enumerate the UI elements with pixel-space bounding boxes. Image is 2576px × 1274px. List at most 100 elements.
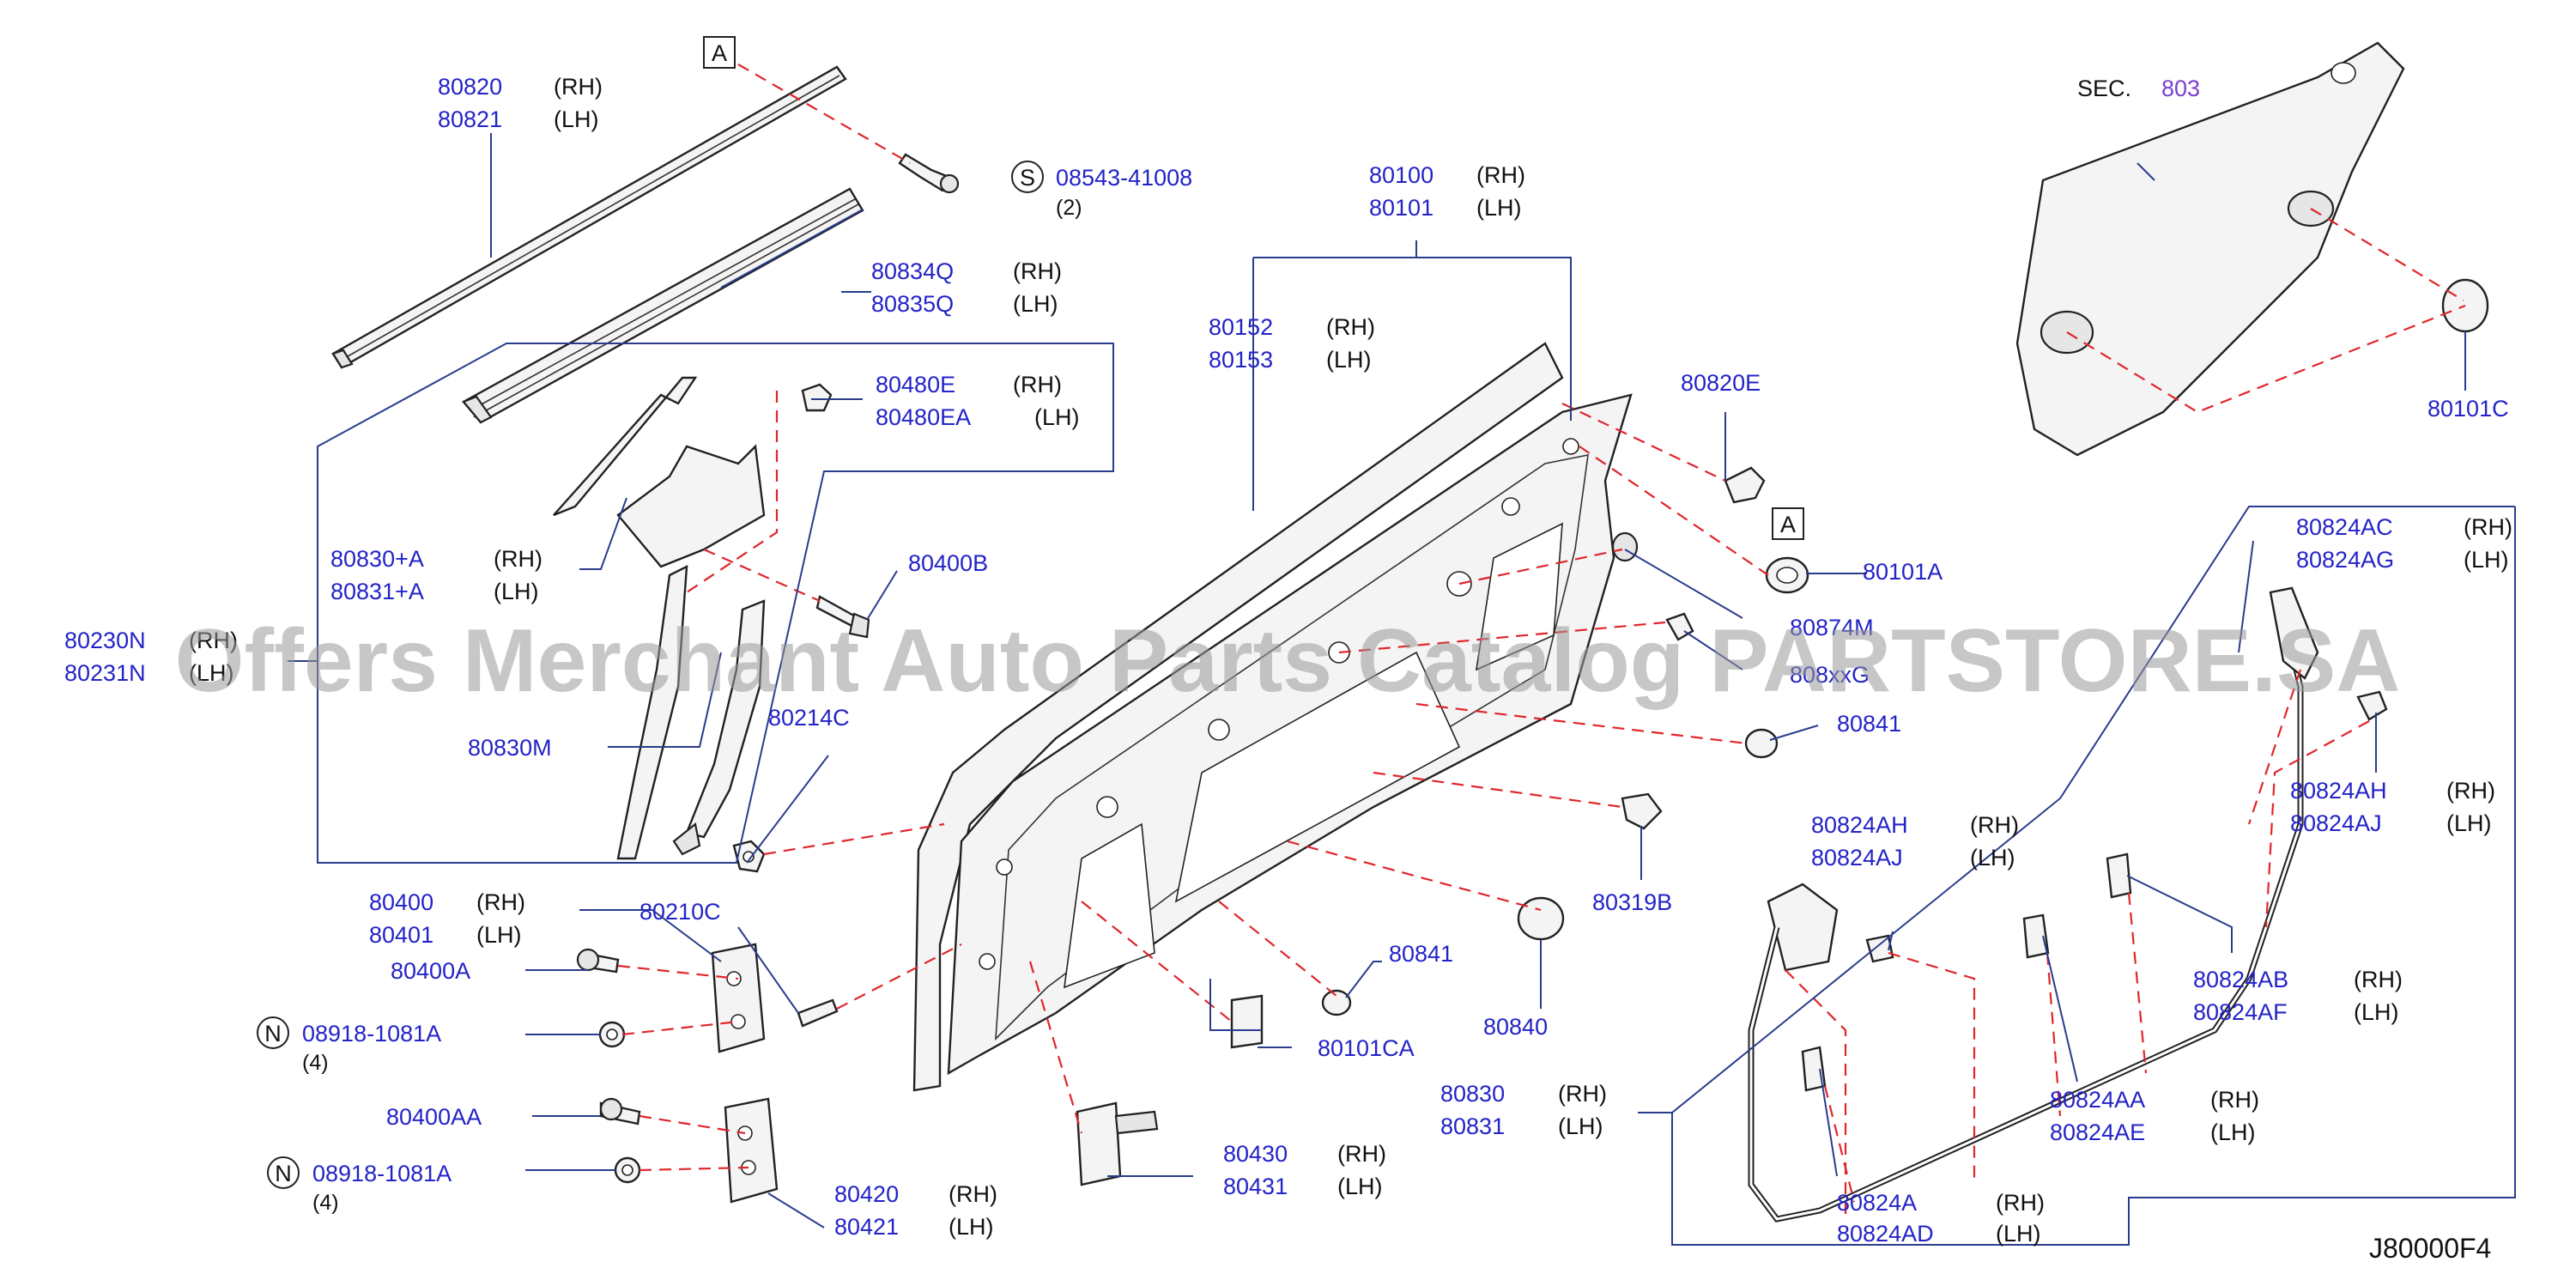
part-number[interactable]: 80101A (1863, 559, 1943, 585)
part-number[interactable]: 80841 (1389, 941, 1453, 967)
part-number[interactable]: 80820E (1681, 370, 1761, 396)
part-number[interactable]: 80830 (1440, 1081, 1505, 1107)
callout-80824A[interactable]: 80824A (RH) 80824AD (LH) (1837, 1190, 2045, 1247)
part-number[interactable]: 80824A (1837, 1190, 1917, 1216)
callout-80841-lower[interactable]: 80841 (1389, 941, 1453, 967)
part-number[interactable]: 80420 (834, 1181, 899, 1207)
callout-section-803[interactable]: SEC. 803 (2077, 76, 2200, 101)
clip-80824AA-drawing (2022, 913, 2050, 959)
part-number[interactable]: 80831 (1440, 1113, 1505, 1139)
callout-80230N[interactable]: 80230N (RH) 80231N (LH) (64, 628, 238, 686)
callout-80824AA[interactable]: 80824AA (RH) 80824AE (LH) (2050, 1087, 2259, 1145)
part-number[interactable]: 80480EA (876, 404, 971, 430)
callout-80430[interactable]: 80430 (RH) 80431 (LH) (1223, 1141, 1386, 1199)
part-number[interactable]: 80101C (2428, 396, 2509, 422)
door-outer-panel-drawing (912, 342, 1564, 1092)
callout-80874M[interactable]: 80874M (1790, 615, 1874, 640)
part-number[interactable]: 80153 (1209, 347, 1273, 373)
callout-80824AC[interactable]: 80824AC (RH) 80824AG (LH) (2296, 514, 2512, 573)
part-number[interactable]: 80152 (1209, 314, 1273, 340)
callout-80824AB[interactable]: 80824AB (RH) 80824AF (LH) (2193, 967, 2403, 1025)
part-number[interactable]: 80831+A (330, 579, 424, 604)
part-number[interactable]: 80824AF (2193, 999, 2288, 1025)
part-number[interactable]: 80400AA (386, 1104, 482, 1130)
part-number[interactable]: 808xxG (1790, 662, 1870, 688)
part-number[interactable]: 80824AJ (2290, 810, 2382, 836)
part-number[interactable]: 80100 (1369, 162, 1433, 188)
part-number[interactable]: 80231N (64, 660, 146, 686)
part-number[interactable]: 80824AD (1837, 1221, 1934, 1247)
callout-80400B[interactable]: 80400B (908, 550, 988, 576)
part-number[interactable]: 80400 (369, 889, 433, 915)
part-number[interactable]: 80824AB (2193, 967, 2288, 992)
callout-80400A[interactable]: 80400A (391, 958, 470, 984)
callout-80840[interactable]: 80840 (1483, 1014, 1548, 1040)
part-number[interactable]: 80874M (1790, 615, 1874, 640)
callout-80100[interactable]: 80100 (RH) 80101 (LH) (1369, 162, 1525, 221)
section-number[interactable]: 803 (2161, 76, 2200, 101)
callout-80101C[interactable]: 80101C (2428, 396, 2509, 422)
callout-80824AH-left[interactable]: 80824AH (RH) 80824AJ (LH) (1811, 812, 2019, 871)
part-number[interactable]: 80214C (768, 705, 850, 731)
callout-80830[interactable]: 80830 (RH) 80831 (LH) (1440, 1081, 1607, 1139)
part-number[interactable]: 80401 (369, 922, 433, 948)
clip-80319B-drawing (1621, 792, 1663, 830)
part-number[interactable]: 08918-1081A (312, 1161, 452, 1186)
callout-mark: S (1020, 165, 1035, 191)
side-label: (LH) (189, 660, 234, 686)
callout-80841-upper[interactable]: 80841 (1837, 711, 1901, 737)
section-803-panel-drawing (2015, 41, 2405, 457)
part-number[interactable]: 80824AH (2290, 778, 2387, 804)
part-number[interactable]: 80421 (834, 1214, 899, 1240)
callout-80820E[interactable]: 80820E (1681, 370, 1761, 396)
part-number[interactable]: 80319B (1592, 889, 1672, 915)
part-number[interactable]: 80210C (639, 899, 721, 925)
callout-80420[interactable]: 80420 (RH) 80421 (LH) (834, 1181, 997, 1240)
callout-80820[interactable]: 80820 (RH) 80821 (LH) (438, 74, 603, 132)
callout-08918-upper[interactable]: N 08918-1081A (4) (257, 1016, 441, 1075)
callout-80834Q[interactable]: 80834Q (RH) 80835Q (LH) (871, 258, 1062, 317)
callout-80101CA[interactable]: 80101CA (1318, 1035, 1415, 1061)
part-number[interactable]: 80824AA (2050, 1087, 2145, 1113)
callout-808xxG[interactable]: 808xxG (1790, 662, 1870, 688)
part-number[interactable]: 80821 (438, 106, 502, 132)
part-number[interactable]: 08918-1081A (302, 1021, 441, 1046)
part-number[interactable]: 80830M (468, 735, 552, 761)
part-number[interactable]: 80824AJ (1811, 845, 1903, 871)
side-label: (LH) (1337, 1174, 1383, 1199)
callout-80830M[interactable]: 80830M (468, 735, 552, 761)
part-number[interactable]: 80834Q (871, 258, 954, 284)
part-number[interactable]: 80835Q (871, 291, 954, 317)
callout-80101A[interactable]: 80101A (1863, 559, 1943, 585)
part-number[interactable]: 80824AE (2050, 1119, 2145, 1145)
part-number[interactable]: 80101CA (1318, 1035, 1415, 1061)
part-number[interactable]: 08543-41008 (1056, 165, 1192, 191)
part-number[interactable]: 80824AG (2296, 547, 2394, 573)
callout-80830A[interactable]: 80830+A (RH) 80831+A (LH) (330, 546, 542, 604)
part-number[interactable]: 80824AH (1811, 812, 1908, 838)
callout-80214C[interactable]: 80214C (768, 705, 850, 731)
callout-80319B[interactable]: 80319B (1592, 889, 1672, 915)
part-number[interactable]: 80830+A (330, 546, 424, 572)
part-number[interactable]: 80480E (876, 372, 955, 397)
callout-80152[interactable]: 80152 (RH) 80153 (LH) (1209, 314, 1375, 373)
side-label: (LH) (1558, 1113, 1603, 1139)
callout-80480E[interactable]: 80480E (RH) 80480EA (LH) (876, 372, 1080, 430)
part-number[interactable]: 80400B (908, 550, 988, 576)
callout-80210C[interactable]: 80210C (639, 899, 721, 925)
part-number[interactable]: 80820 (438, 74, 502, 100)
side-label: (RH) (1476, 162, 1525, 188)
part-number[interactable]: 80400A (391, 958, 470, 984)
callout-08918-lower[interactable]: N 08918-1081A (4) (267, 1156, 452, 1215)
part-number[interactable]: 80840 (1483, 1014, 1548, 1040)
callout-80824AH-right[interactable]: 80824AH (RH) 80824AJ (LH) (2290, 778, 2495, 836)
part-number[interactable]: 80841 (1837, 711, 1901, 737)
part-number[interactable]: 80230N (64, 628, 146, 653)
part-number[interactable]: 80431 (1223, 1174, 1288, 1199)
part-number[interactable]: 80430 (1223, 1141, 1288, 1167)
part-number[interactable]: 80101 (1369, 195, 1433, 221)
callout-80400AA[interactable]: 80400AA (386, 1104, 482, 1130)
callout-08543[interactable]: S 08543-41008 (2) (1011, 161, 1192, 220)
callout-80400[interactable]: 80400 (RH) 80401 (LH) (369, 889, 525, 948)
part-number[interactable]: 80824AC (2296, 514, 2393, 540)
